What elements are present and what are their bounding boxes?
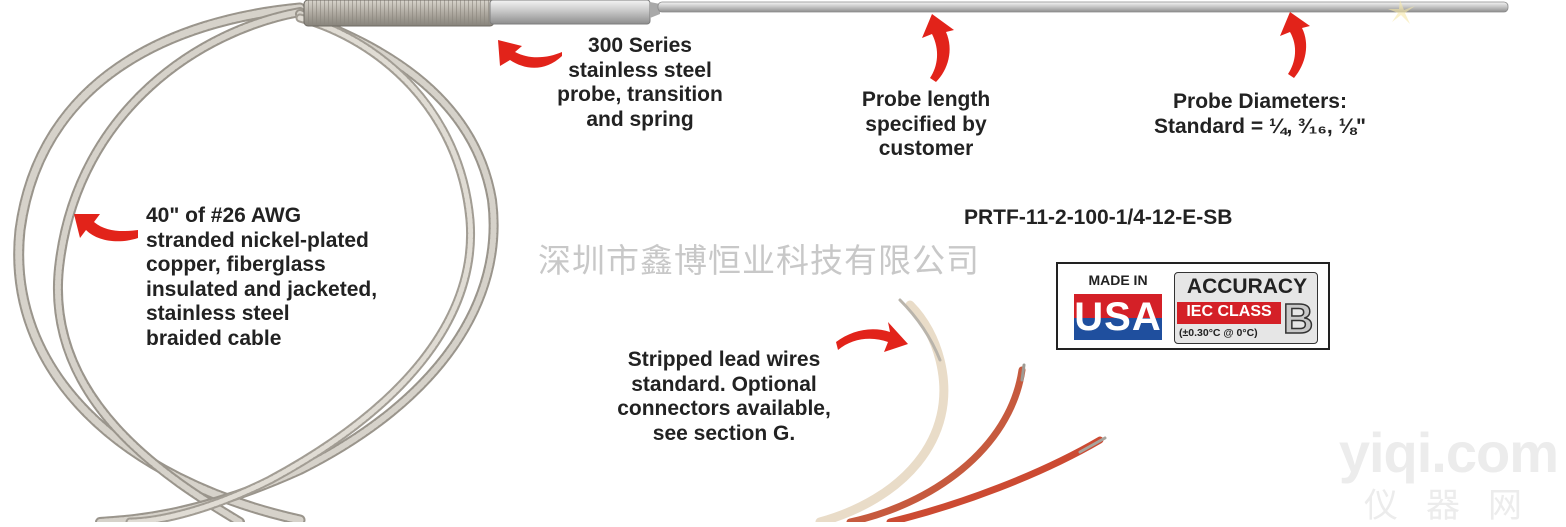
lead-wires <box>815 298 1107 522</box>
arrow-lead-wires <box>836 322 908 352</box>
model-number: PRTF-11-2-100-1/4-12-E-SB <box>964 206 1233 229</box>
iec-class-label: IEC CLASS <box>1186 303 1272 320</box>
site-watermark-cn: 仪器网 <box>1364 486 1550 526</box>
arrow-cable <box>74 214 138 242</box>
callout-probe-length: Probe length specified by customer <box>861 88 991 160</box>
accuracy-class-logo: ACCURACY IEC CLASS B (±0.30°C @ 0°C) <box>1174 272 1318 344</box>
callout-cable: 40" of #26 AWG stranded nickel-plated co… <box>146 204 378 350</box>
callout-arrows <box>74 12 1310 352</box>
callout-probe-diameters: Probe Diameters: Standard = ¼, ³⁄₁₆, ⅛" <box>1154 90 1366 138</box>
accuracy-label: ACCURACY <box>1186 275 1308 298</box>
site-watermark: yiqi.com <box>1338 421 1559 484</box>
tolerance-label: (±0.30°C @ 0°C) <box>1179 327 1258 339</box>
callout-probe-material: 300 Series stainless steel probe, transi… <box>557 34 723 131</box>
arrow-probe-diameter <box>1280 12 1310 78</box>
callout-lead-wires: Stripped lead wires standard. Optional c… <box>617 348 831 445</box>
made-in-usa-logo: MADE IN USA <box>1070 272 1166 342</box>
usa-flag-icon: USA <box>1074 294 1162 340</box>
arrow-probe-length <box>922 14 954 82</box>
certification-badge: MADE IN USA ACCURACY IEC CLASS B (±0.30°… <box>1056 262 1330 350</box>
braided-cable <box>13 2 499 522</box>
usa-label: USA <box>1074 295 1162 339</box>
probe-assembly <box>303 0 1509 27</box>
arrow-probe-material <box>498 40 562 68</box>
class-letter: B <box>1282 294 1314 343</box>
company-watermark: 深圳市鑫博恒业科技有限公司 <box>538 241 980 280</box>
made-in-label: MADE IN <box>1088 272 1148 288</box>
